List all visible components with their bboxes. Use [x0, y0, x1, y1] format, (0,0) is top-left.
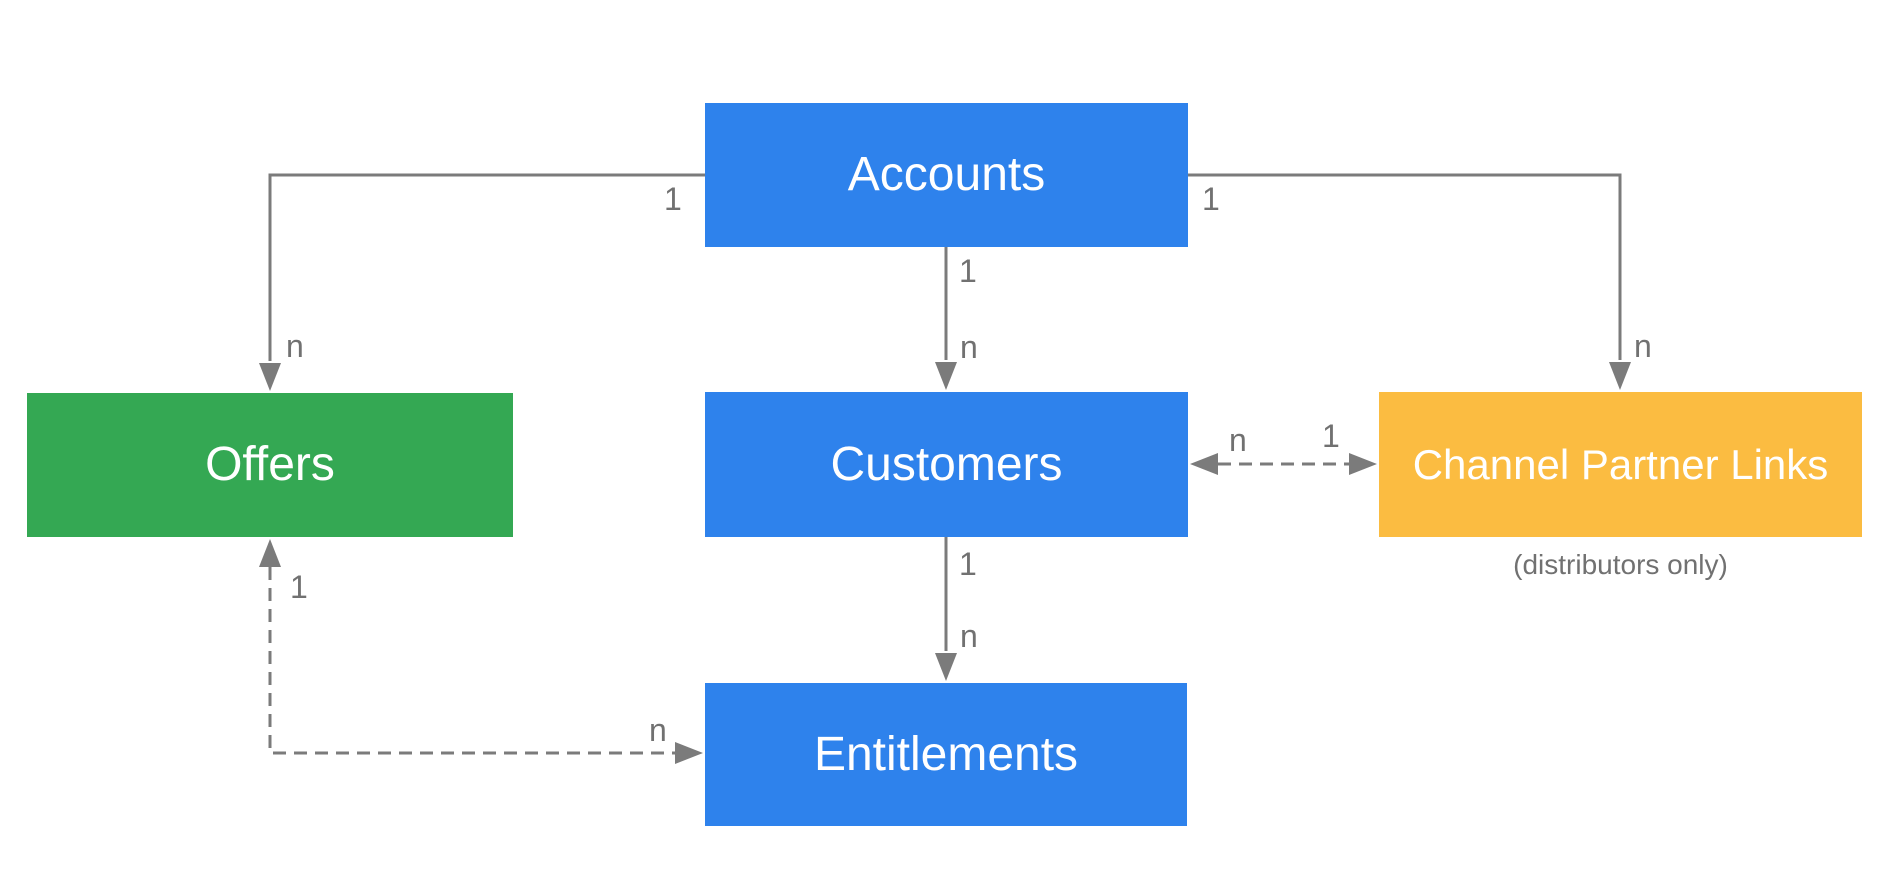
edge-accounts-channel-partner-links-line — [1188, 173, 1622, 360]
edge-accounts-channel-partner-links-arrowhead — [1609, 362, 1631, 390]
multiplicity-accounts-channel-partner-links-n: n — [1634, 328, 1652, 364]
edge-offers-entitlements-arrowhead-right — [675, 742, 703, 764]
node-channel-partner-links-label: Channel Partner Links — [1412, 440, 1829, 488]
multiplicity-accounts-offers-n: n — [286, 328, 304, 364]
node-customers: Customers — [705, 392, 1188, 537]
multiplicity-accounts-channel-partner-links-1: 1 — [1202, 181, 1220, 217]
multiplicity-accounts-offers-1: 1 — [664, 181, 682, 217]
node-entitlements-label: Entitlements — [813, 727, 1079, 781]
edge-customers-entitlements-arrowhead — [935, 653, 957, 681]
multiplicity-offers-entitlements-n: n — [649, 712, 667, 748]
edge-customers-entitlements — [935, 537, 957, 681]
edge-accounts-channel-partner-links — [1188, 173, 1631, 390]
edge-accounts-customers-arrowhead — [935, 362, 957, 390]
multiplicity-customers-entitlements-n: n — [960, 618, 978, 654]
multiplicity-accounts-customers-n: n — [960, 329, 978, 365]
edge-offers-entitlements-arrowhead-up — [259, 539, 281, 567]
multiplicity-accounts-customers-1: 1 — [959, 253, 977, 289]
edge-customers-channel-partner-links-arrowhead-right — [1349, 453, 1377, 475]
edge-accounts-customers — [935, 247, 957, 390]
node-offers: Offers — [27, 393, 513, 537]
node-channel-partner-links-caption: (distributors only) — [1513, 549, 1728, 580]
edge-customers-channel-partner-links — [1190, 453, 1377, 475]
multiplicity-customers-entitlements-1: 1 — [959, 546, 977, 582]
edge-accounts-offers-arrowhead — [259, 363, 281, 391]
multiplicity-customers-channel-partner-links-1: 1 — [1322, 418, 1340, 454]
node-offers-label: Offers — [205, 438, 335, 491]
multiplicity-customers-channel-partner-links-n: n — [1229, 422, 1247, 458]
edge-offers-entitlements — [259, 539, 703, 764]
node-accounts-label: Accounts — [847, 148, 1046, 201]
edge-accounts-offers — [259, 173, 705, 391]
node-channel-partner-links: Channel Partner Links — [1379, 392, 1862, 537]
edge-customers-channel-partner-links-arrowhead-left — [1190, 453, 1218, 475]
node-customers-label: Customers — [830, 437, 1063, 491]
multiplicity-offers-entitlements-1: 1 — [290, 569, 308, 605]
node-accounts: Accounts — [705, 103, 1188, 247]
edge-accounts-offers-line — [268, 173, 705, 361]
edge-offers-entitlements-line — [268, 567, 675, 755]
node-entitlements: Entitlements — [705, 683, 1187, 826]
